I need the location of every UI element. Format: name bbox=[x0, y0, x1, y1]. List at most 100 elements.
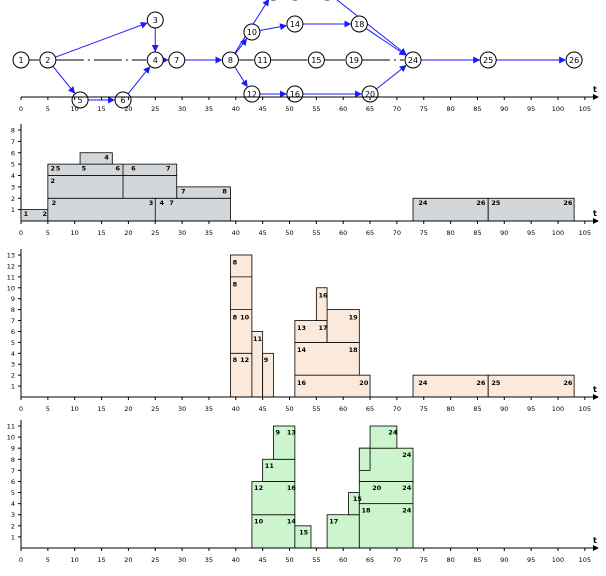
node-12 bbox=[243, 85, 261, 103]
resource-profile-1-ytick-label-3: 3 bbox=[11, 183, 15, 191]
resource-profile-2-tick-label-100: 100 bbox=[552, 405, 564, 413]
resource-profile-3-activity-label-10: 24 bbox=[402, 506, 412, 514]
resource-profile-3-t-label: t bbox=[593, 536, 597, 545]
resource-profile-2-tick-label-85: 85 bbox=[473, 405, 481, 413]
resource-profile-3-activity-label-14: 24 bbox=[402, 451, 412, 459]
resource-profile-3-block-1 bbox=[251, 481, 296, 516]
resource-profile-2-activity-label-3: 11 bbox=[253, 335, 263, 343]
resource-profile-3-tick-label-15: 15 bbox=[97, 556, 105, 564]
resource-profile-3-activity-label-8: 17 bbox=[329, 517, 338, 525]
resource-profile-2-activity-label-5: 10 bbox=[240, 313, 250, 321]
resource-profile-3-activity-label-1: 14 bbox=[287, 517, 297, 525]
resource-profile-1-ytick-label-4: 4 bbox=[11, 172, 15, 180]
resource-profile-3-tick-label-105: 105 bbox=[579, 556, 591, 564]
edge-6-4 bbox=[127, 66, 151, 95]
resource-profile-1-activity-label-1: 2 bbox=[42, 210, 47, 218]
resource-profile-2-activity-label-7: 8 bbox=[233, 259, 238, 267]
network-tick-label-75: 75 bbox=[420, 105, 428, 113]
node-25 bbox=[479, 51, 497, 69]
resource-profile-1-activity-label-8: 2 bbox=[51, 177, 56, 185]
resource-profile-2-tick-label-0: 0 bbox=[19, 405, 23, 413]
resource-profile-2-activity-label-19: 26 bbox=[563, 379, 573, 387]
resource-profile-3-tick-label-40: 40 bbox=[232, 556, 240, 564]
network-tick-label-35: 35 bbox=[205, 105, 213, 113]
resource-profile-1-activity-label-10: 5 bbox=[82, 165, 87, 173]
resource-profile-2-activity-label-18: 25 bbox=[491, 379, 501, 387]
resource-profile-1-activity-label-6: 7 bbox=[181, 187, 186, 195]
resource-profile-1-activity-label-17: 26 bbox=[476, 199, 486, 207]
node-label-15: 15 bbox=[311, 56, 321, 65]
resource-profile-3-tick-label-50: 50 bbox=[285, 556, 293, 564]
node-label-3: 3 bbox=[153, 16, 158, 25]
resource-profile-3-ytick-label-2: 2 bbox=[11, 522, 15, 530]
node-label-24: 24 bbox=[408, 56, 418, 65]
resource-profile-2-ytick-label-9: 9 bbox=[11, 295, 15, 303]
network-tick-label-105: 105 bbox=[579, 105, 591, 113]
resource-profile-2-ytick-label-12: 12 bbox=[7, 262, 15, 270]
resource-profile-1-tick-label-100: 100 bbox=[552, 229, 564, 237]
resource-profile-2-activity-label-2: 9 bbox=[264, 356, 269, 364]
node-14 bbox=[286, 15, 304, 33]
node-16 bbox=[286, 85, 304, 103]
resource-profile-3-activity-label-9: 18 bbox=[361, 506, 371, 514]
network-t-label: t bbox=[593, 85, 597, 94]
resource-profile-1-ytick-label-8: 8 bbox=[11, 127, 15, 135]
resource-profile-2-activity-label-11: 18 bbox=[349, 346, 359, 354]
resource-profile-2-tick-label-70: 70 bbox=[393, 405, 401, 413]
resource-profile-1-activity-label-2: 2 bbox=[52, 199, 57, 207]
resource-profile-3-tick-label-5: 5 bbox=[46, 556, 50, 564]
network-tick-label-30: 30 bbox=[178, 105, 186, 113]
resource-profile-1-tick-label-55: 55 bbox=[312, 229, 320, 237]
resource-profile-2-tick-label-55: 55 bbox=[312, 405, 320, 413]
resource-profile-1-activity-label-14: 2 bbox=[51, 165, 56, 173]
network-tick-label-20: 20 bbox=[124, 105, 132, 113]
resource-profile-1-activity-label-16: 24 bbox=[418, 199, 428, 207]
node-label-11: 11 bbox=[258, 56, 268, 65]
resource-profile-1-block-4 bbox=[47, 163, 178, 176]
resource-profile-3-block-3 bbox=[272, 425, 296, 460]
resource-profile-1-tick-label-45: 45 bbox=[259, 229, 267, 237]
edge-10-14 bbox=[259, 23, 288, 32]
resource-profile-3-activity-label-3: 12 bbox=[254, 484, 263, 492]
resource-profile-2-activity-label-6: 8 bbox=[233, 280, 238, 288]
node-11 bbox=[254, 51, 272, 69]
edge-2-5 bbox=[52, 65, 76, 94]
resource-profile-1-block-5 bbox=[79, 152, 113, 165]
resource-profile-3-activity-label-5: 11 bbox=[265, 462, 275, 470]
resource-profile-3-tick-label-80: 80 bbox=[446, 556, 454, 564]
node-3 bbox=[146, 11, 164, 29]
resource-profile-2-tick-label-75: 75 bbox=[420, 405, 428, 413]
resource-profile-3-activity-label-7: 13 bbox=[287, 429, 296, 437]
resource-profile-3-activity-label-4: 16 bbox=[287, 484, 297, 492]
resource-profile-2-tick-label-45: 45 bbox=[259, 405, 267, 413]
network-tick-label-95: 95 bbox=[527, 105, 535, 113]
resource-profile-3-tick-label-60: 60 bbox=[339, 556, 347, 564]
resource-profile-1-tick-label-10: 10 bbox=[71, 229, 79, 237]
resource-profile-2-activity-label-14: 19 bbox=[349, 313, 359, 321]
resource-profile-3-ytick-label-5: 5 bbox=[11, 489, 15, 497]
resource-profile-2-activity-label-16: 24 bbox=[418, 379, 428, 387]
resource-profile-1-tick-label-20: 20 bbox=[124, 229, 132, 237]
resource-profile-2-ytick-label-7: 7 bbox=[11, 317, 15, 325]
resource-profile-2-block-4 bbox=[294, 341, 360, 376]
resource-profile-2-activity-label-12: 13 bbox=[297, 324, 306, 332]
resource-profile-2-activity-label-15: 16 bbox=[318, 291, 328, 299]
resource-profile-1-ytick-label-1: 1 bbox=[11, 206, 15, 214]
network-tick-label-25: 25 bbox=[151, 105, 159, 113]
node-label-16: 16 bbox=[290, 90, 300, 99]
resource-profile-3-tick-label-95: 95 bbox=[527, 556, 535, 564]
network-tick-label-90: 90 bbox=[500, 105, 508, 113]
node-6 bbox=[114, 91, 132, 109]
resource-profile-2-activity-label-1: 12 bbox=[240, 356, 249, 364]
network-tick-label-60: 60 bbox=[339, 105, 347, 113]
resource-profile-2-tick-label-35: 35 bbox=[205, 405, 213, 413]
node-label-10: 10 bbox=[247, 28, 257, 37]
resource-profile-2-tick-label-5: 5 bbox=[46, 405, 50, 413]
resource-profile-3-ytick-label-3: 3 bbox=[11, 511, 15, 519]
resource-profile-2-activity-label-9: 20 bbox=[359, 379, 369, 387]
network-tick-label-10: 10 bbox=[71, 105, 79, 113]
